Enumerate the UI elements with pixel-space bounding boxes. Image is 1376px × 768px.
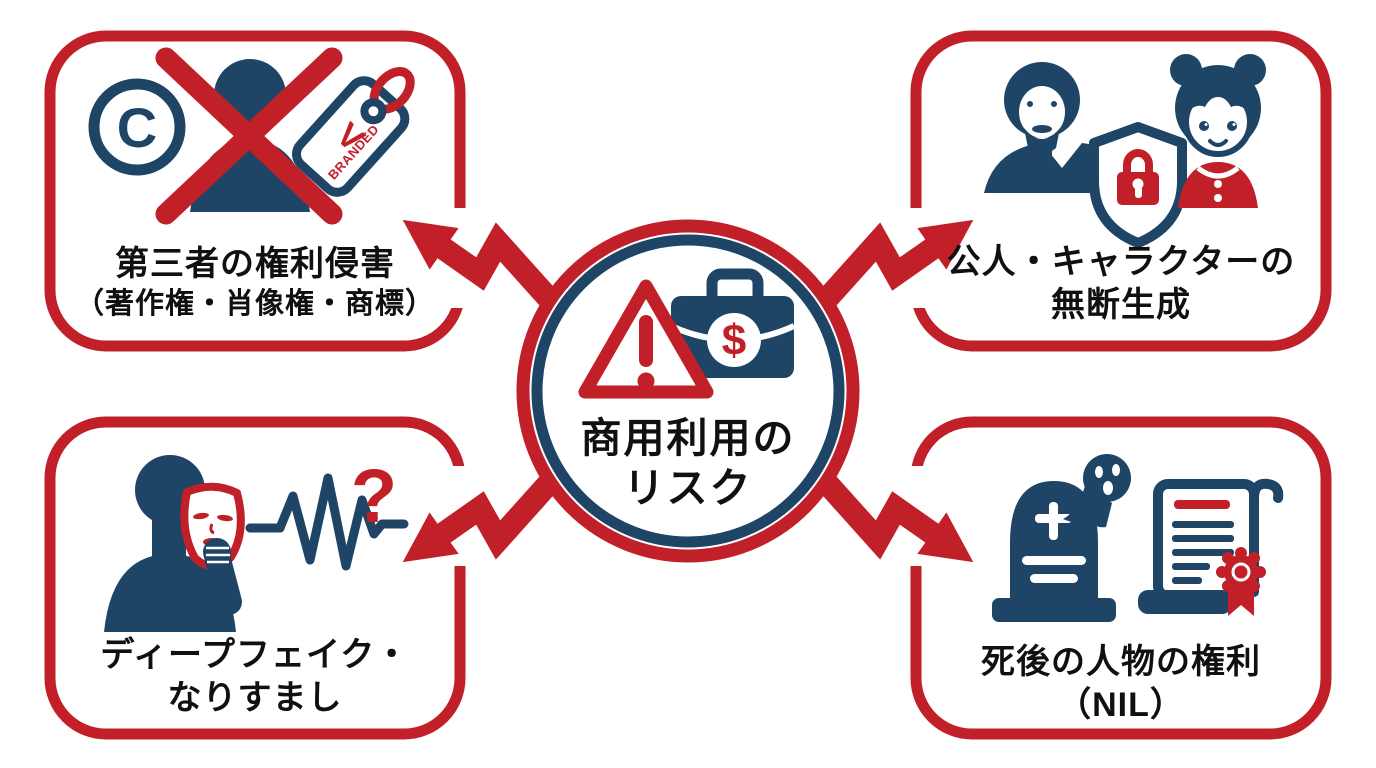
question-mark-icon: ? bbox=[351, 454, 397, 539]
dollar-glyph: $ bbox=[722, 316, 746, 365]
mask-person-icon bbox=[104, 455, 245, 632]
person-crossed-icon bbox=[155, 47, 343, 225]
label-line: 死後の人物の権利 bbox=[981, 643, 1261, 681]
label-top-right: 公人・キャラクターの 無断生成 bbox=[916, 241, 1326, 327]
rosette-ribbon-icon bbox=[1216, 547, 1266, 616]
label-top-left: 第三者の権利侵害 （著作権・肖像権・商標） bbox=[50, 243, 460, 322]
briefcase-dollar-icon: $ bbox=[669, 268, 796, 378]
copyright-icon: C bbox=[88, 78, 186, 176]
ghost-icon bbox=[1063, 454, 1131, 528]
copyright-letter: C bbox=[117, 96, 157, 159]
arrow-bottom-right bbox=[817, 474, 974, 563]
label-line: （著作権・肖像権・商標） bbox=[74, 287, 435, 320]
center-title: 商用利用の リスク bbox=[538, 413, 838, 513]
waveform-icon bbox=[245, 473, 409, 571]
label-line: 公人・キャラクターの bbox=[946, 243, 1296, 281]
arrow-bottom-left bbox=[402, 474, 559, 563]
red-x-icon bbox=[155, 47, 343, 225]
arrow-top-left bbox=[402, 219, 559, 308]
label-bottom-left: ディープフェイク・ なりすまし bbox=[50, 634, 460, 720]
warning-triangle-icon bbox=[578, 279, 714, 399]
brand-tag-icon: V BRANDED bbox=[292, 67, 415, 197]
shield-lock-icon bbox=[1089, 122, 1187, 248]
certificate-icon bbox=[1138, 478, 1284, 616]
center-title-line: リスク bbox=[623, 465, 753, 512]
girl-character-icon bbox=[1170, 54, 1266, 208]
label-bottom-right: 死後の人物の権利 （NIL） bbox=[916, 641, 1326, 727]
center-title-line: 商用利用の bbox=[580, 415, 796, 461]
label-line: なりすまし bbox=[167, 678, 343, 717]
arrow-top-right bbox=[817, 219, 974, 308]
label-line: （NIL） bbox=[1057, 685, 1185, 724]
label-line: 第三者の権利侵害 bbox=[115, 245, 395, 283]
lock-icon bbox=[1117, 149, 1159, 205]
center-node: $ bbox=[516, 219, 860, 563]
label-line: ディープフェイク・ bbox=[100, 636, 410, 674]
tombstone-icon bbox=[992, 481, 1116, 622]
label-line: 無断生成 bbox=[1051, 285, 1191, 324]
